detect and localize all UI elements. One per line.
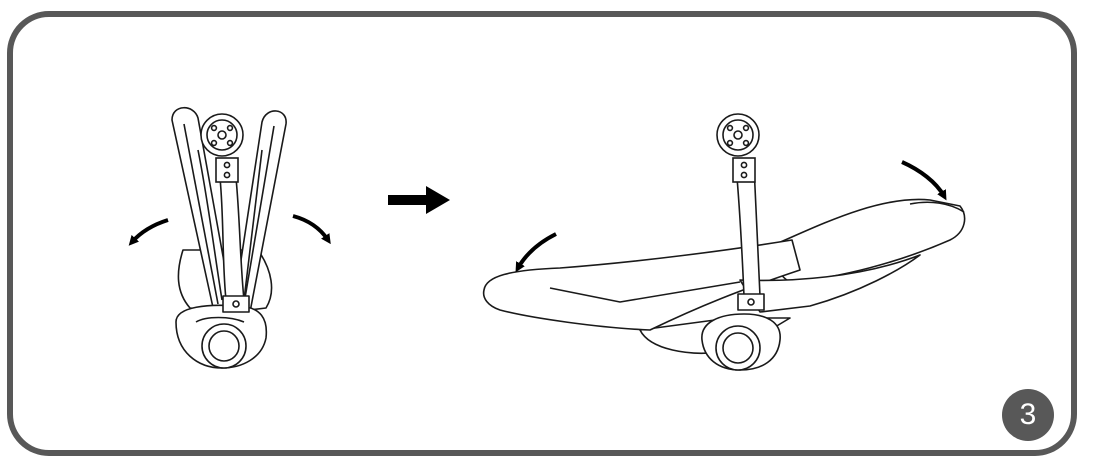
curved-arrow-left-icon [128, 218, 169, 246]
swivel-hub-icon [716, 113, 760, 183]
folded-frame [171, 106, 287, 369]
unfolded-frame [482, 165, 966, 371]
step-number-badge: 3 [1002, 389, 1054, 441]
folded-wheel [201, 323, 247, 369]
arrow-right-icon [388, 186, 450, 214]
curved-arrow-right-icon [901, 160, 947, 201]
curved-arrow-right-icon [292, 214, 331, 245]
unfolded-wheel [715, 325, 761, 371]
hub-icon [200, 113, 244, 183]
curved-arrow-left-icon [515, 232, 557, 273]
